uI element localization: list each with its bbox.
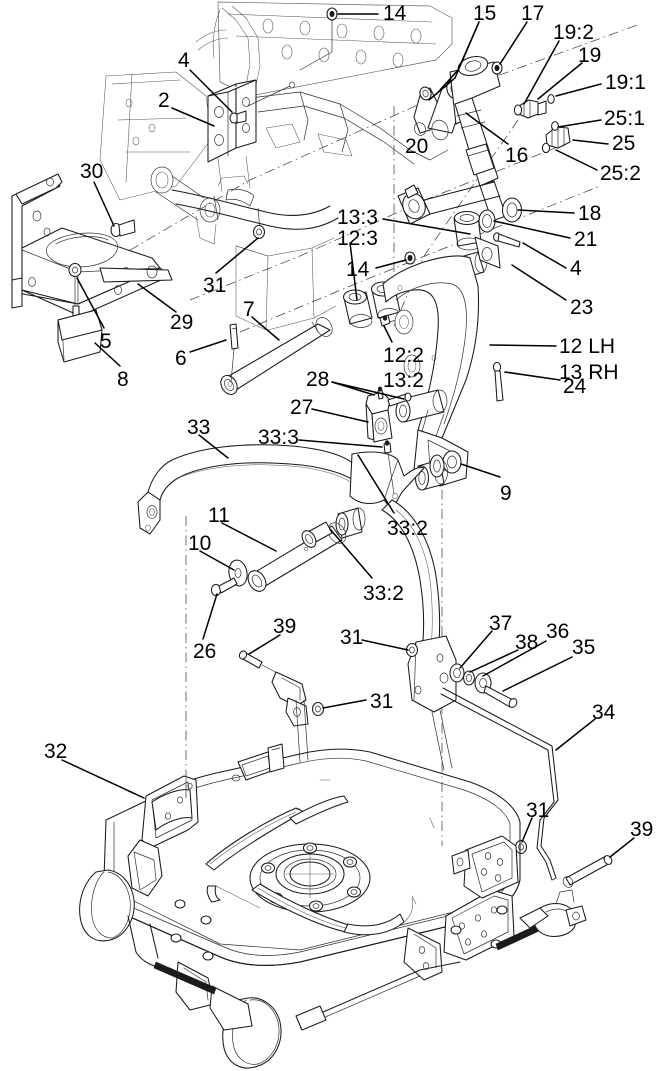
part-7-rod: [220, 317, 333, 395]
callout-20: 20: [405, 135, 429, 158]
callout-19-1: 19:1: [605, 71, 646, 94]
callout-10: 10: [188, 532, 212, 555]
callout-13-2: 13:2: [383, 369, 424, 392]
frame-bushings: [150, 166, 221, 223]
callout-36: 36: [546, 620, 570, 643]
part-6-pin: [227, 323, 239, 387]
part-19-fitting: [513, 94, 555, 119]
part-9-33-2-bushings: [414, 450, 462, 491]
callout-31: 31: [203, 274, 227, 297]
part-14-mid-nut: [404, 251, 416, 265]
callout-25-2: 25:2: [600, 162, 641, 185]
part-4-bolt-right: [493, 232, 521, 248]
part-35-38-hardware: [449, 663, 518, 708]
callout-2: 2: [158, 89, 170, 112]
callout-16: 16: [505, 144, 529, 167]
part-32-mower-deck: [79, 743, 587, 1069]
part-12-2-fitting: [379, 314, 391, 327]
callout-31: 31: [340, 626, 364, 649]
callout-33-2: 33:2: [387, 517, 428, 540]
deck-ribs: [205, 795, 413, 936]
callout-15: 15: [473, 2, 497, 25]
deck-attach-struts: [295, 699, 453, 771]
part-39-rod-right: [562, 855, 613, 888]
part-26-bolt: [210, 577, 238, 597]
callout-38: 38: [515, 631, 539, 654]
callout-23: 23: [570, 296, 594, 319]
part-11-rod: [247, 521, 347, 592]
callout-4: 4: [570, 257, 582, 280]
callout-7: 7: [243, 298, 255, 321]
callout-39: 39: [273, 615, 297, 638]
callout-21: 21: [574, 228, 598, 251]
callout-11: 11: [208, 504, 230, 527]
part-16-cylinder: [397, 56, 507, 225]
part-34-bar: [440, 687, 559, 881]
callout-32: 32: [44, 740, 68, 763]
callout-25: 25: [612, 132, 636, 155]
callout-18: 18: [578, 202, 602, 225]
part-29-bracket: [11, 173, 173, 317]
part-24-bolt: [492, 361, 504, 402]
callout-14: 14: [383, 2, 407, 25]
part-31-nut-a: [252, 224, 266, 240]
part-5-8-assembly: [57, 262, 103, 363]
callout-12-lh: 12 LH: [559, 335, 616, 358]
callout-26: 26: [193, 640, 217, 663]
callout-5: 5: [100, 330, 112, 353]
callout-33: 33: [187, 416, 211, 439]
hydraulic-cylinder-assembly: [397, 56, 571, 225]
callout-4: 4: [178, 49, 190, 72]
part-31-nut-d: [514, 839, 528, 855]
callout-9: 9: [500, 482, 512, 505]
bracket-part-2: [207, 79, 257, 163]
callout-27: 27: [290, 396, 314, 419]
callout-28: 28: [306, 368, 330, 391]
callout-29: 29: [170, 311, 194, 334]
callout-37: 37: [489, 612, 513, 635]
callout-13-3: 13:3: [337, 206, 378, 229]
callout-19: 19: [578, 44, 602, 67]
callout-24: 24: [563, 375, 587, 398]
callout-13-rh: 13 RH: [559, 361, 619, 384]
callout-8: 8: [117, 368, 129, 391]
part-33-carrier-frame: [137, 440, 457, 713]
callout-39: 39: [630, 818, 654, 841]
callout-35: 35: [572, 636, 596, 659]
part-30-bolt: [110, 219, 136, 238]
callout-34: 34: [592, 701, 616, 724]
part-14-top-nut: [299, 7, 338, 71]
callout-17: 17: [521, 2, 545, 25]
caster-wheel-left: [79, 869, 135, 942]
callout-6: 6: [175, 347, 187, 370]
leader-lines: [61, 13, 635, 858]
left-linkage: [271, 671, 309, 727]
callout-31: 31: [370, 690, 394, 713]
tractor-frame-ghost: [99, 1, 453, 331]
callout-30: 30: [80, 160, 104, 183]
deck-fasteners: [170, 899, 546, 961]
callout-14: 14: [346, 258, 370, 281]
deck-right-mechanism: [519, 889, 587, 938]
part-25-fitting: [541, 121, 571, 154]
part-27-28-bracket: [365, 386, 412, 443]
part-12-3-bushing: [342, 289, 373, 328]
part-31-nut-c: [311, 701, 325, 717]
part-13-3-bushing: [453, 210, 482, 251]
callout-25-1: 25:1: [604, 107, 645, 130]
callout-12-2: 12:2: [383, 344, 424, 367]
deck-spindle-hub: [249, 842, 371, 913]
callout-33-2: 33:2: [363, 582, 404, 605]
callout-12-3: 12:3: [337, 227, 378, 250]
callout-31: 31: [526, 799, 550, 822]
callout-33-3: 33:3: [258, 426, 299, 449]
callout-19-2: 19:2: [553, 21, 594, 44]
